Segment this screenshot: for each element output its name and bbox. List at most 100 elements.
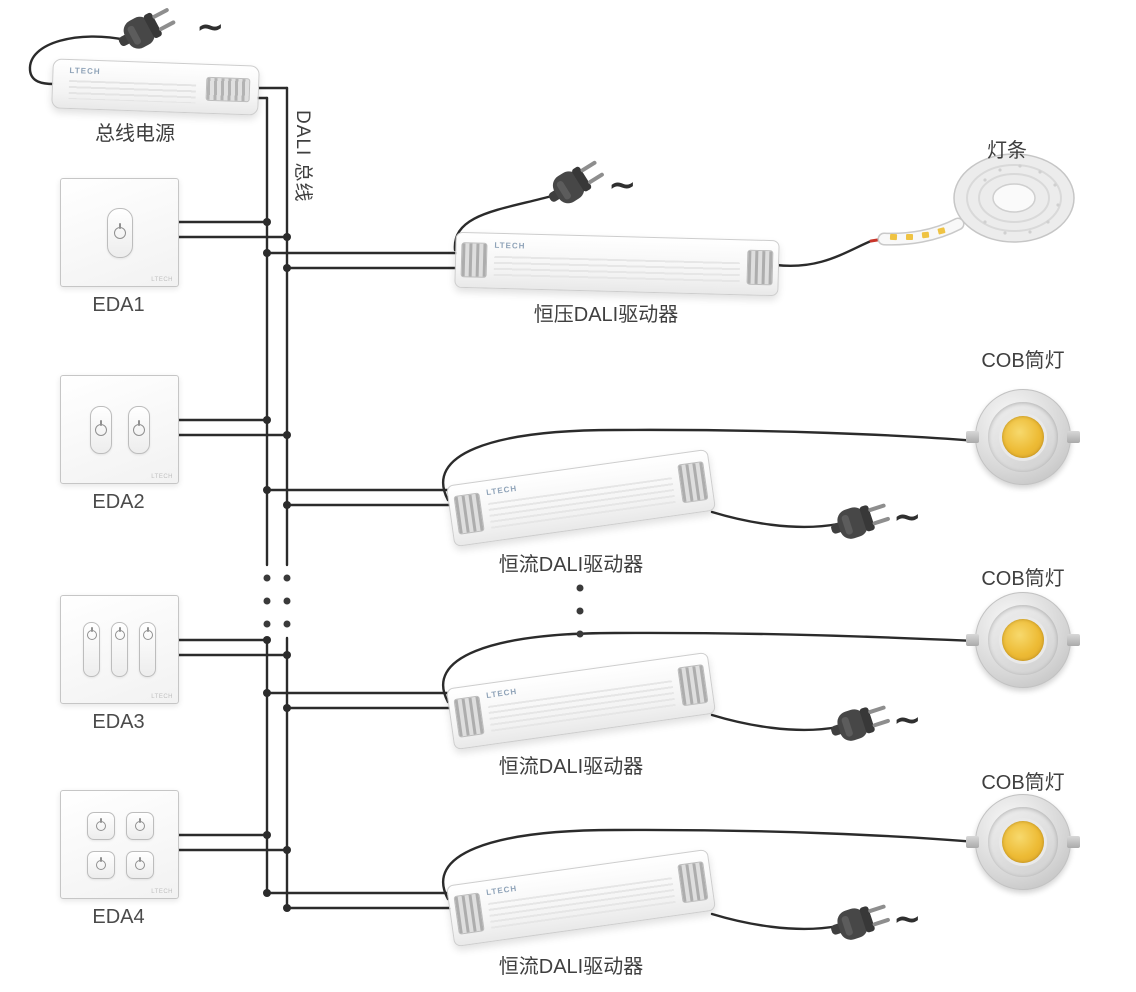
power-icon [86,630,97,640]
panel-buttons [61,596,178,703]
led-strip-graphic [877,153,1075,246]
eda2-bus-wires [175,418,289,437]
power-button [139,622,156,677]
power-icon [142,630,153,640]
load-label-cob-1: COB筒灯 [981,350,1065,372]
cc3-driver-dali-wires [265,891,467,910]
power-button [87,851,115,879]
terminal-block [205,76,251,103]
cob-downlight-2 [966,592,1080,688]
mounting-clip [1067,836,1080,848]
terminal-block [453,892,485,935]
power-button [89,405,112,454]
brand-text: LTECH [494,240,526,251]
junction-dots [263,218,291,912]
ac-symbol: ~ [893,899,922,939]
terminal-block [677,861,709,904]
power-button [111,622,128,677]
led-chip [921,231,930,239]
mains-plug-icon [538,146,616,217]
mains-plug-icon [825,489,899,551]
cob-downlight-1 [966,389,1080,485]
downlight-bezel [988,605,1058,675]
cc2-load-wire [441,631,978,704]
led-chip [889,233,898,241]
panel-buttons [61,376,178,483]
power-button [126,812,154,840]
ac-symbol: ~ [893,700,922,740]
terminal-block [746,249,774,286]
terminal-block [677,461,709,504]
power-icon [113,226,126,239]
driver-label-cc-3: 恒流DALI驱动器 [498,956,644,978]
power-icon [114,630,125,640]
cc1-driver-dali-wires [265,488,470,507]
power-button [87,812,115,840]
power-button [106,207,133,258]
mains-plug-icon [825,890,899,952]
bus-power-label: 总线电源 [95,123,175,145]
power-button [127,405,150,454]
print-area [493,255,741,285]
cob-led-chip [1002,619,1044,661]
cc1-load-wire [441,428,978,502]
brand-text: LTECH [151,694,173,700]
brand-text: LTECH [485,483,518,498]
brand-text: LTECH [485,686,518,701]
power-icon [96,821,106,831]
print-area [68,79,197,104]
panel-label-eda4: EDA4 [92,906,145,928]
led-chip [905,233,914,241]
cob-downlight-3 [966,794,1080,890]
terminal-block [453,695,485,738]
cv-driver-dali-wires [265,251,472,270]
mounting-clip [966,836,979,848]
mounting-clip [966,634,979,646]
led-chip [937,227,946,235]
mains-plug-icon [825,691,899,753]
dali-bus-label: DALI 总线 [292,110,313,203]
touch-panel-eda3: LTECH [60,595,179,704]
cc2-driver-dali-wires [265,691,467,710]
brand-text: LTECH [485,883,518,898]
panel-buttons [61,791,178,898]
terminal-block [460,242,488,279]
terminal-block [677,664,709,707]
power-icon [132,423,145,436]
mounting-clip [966,431,979,443]
cc1-mains-cable [710,510,840,529]
ac-symbol: ~ [893,497,922,537]
power-icon [135,821,145,831]
cc3-load-wire [441,828,978,901]
brand-text: LTECH [151,277,173,283]
ac-symbol: ~ [196,7,225,47]
cc2-mains-cable [710,713,840,732]
eda1-bus-wires [175,220,289,239]
brand-text: LTECH [151,889,173,895]
driver-label-cv: 恒压DALI驱动器 [533,304,679,326]
continuation-ellipsis-dots [263,574,584,638]
touch-panel-eda1: LTECH [60,178,179,287]
cob-led-chip [1002,416,1044,458]
panel-buttons [61,179,178,286]
downlight-bezel [988,402,1058,472]
ac-symbol: ~ [608,165,637,205]
bus-power-supply: LTECH [51,58,260,116]
power-icon [94,423,107,436]
touch-panel-eda4: LTECH [60,790,179,899]
downlight-bezel [988,807,1058,877]
power-button [126,851,154,879]
load-label-cob-2: COB筒灯 [981,568,1065,590]
cv-dali-driver: LTECH [454,231,780,297]
mounting-clip [1067,431,1080,443]
cob-led-chip [1002,821,1044,863]
panel-label-eda1: EDA1 [92,294,145,316]
cc3-mains-cable [710,912,840,931]
driver-label-cc-1: 恒流DALI驱动器 [498,554,644,576]
terminal-block [453,492,485,535]
cv-load-wire [774,239,873,268]
brand-text: LTECH [69,65,101,77]
mounting-clip [1067,634,1080,646]
